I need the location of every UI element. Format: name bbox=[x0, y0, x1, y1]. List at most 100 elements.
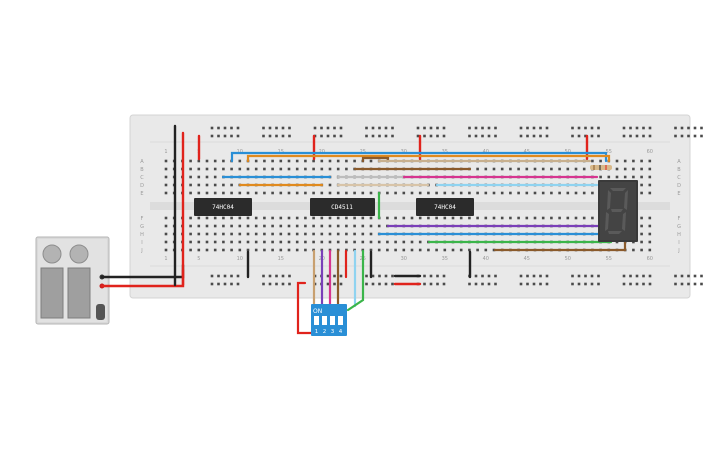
breadboard-hole[interactable] bbox=[345, 240, 348, 244]
seven-segment-display[interactable] bbox=[598, 180, 638, 242]
breadboard-hole[interactable] bbox=[632, 248, 635, 252]
breadboard-hole[interactable] bbox=[622, 274, 626, 278]
breadboard-hole[interactable] bbox=[238, 191, 242, 195]
breadboard-hole[interactable] bbox=[328, 159, 332, 163]
breadboard-hole[interactable] bbox=[550, 191, 553, 195]
breadboard-hole[interactable] bbox=[371, 282, 375, 286]
breadboard-hole[interactable] bbox=[336, 224, 340, 228]
breadboard-hole[interactable] bbox=[632, 159, 635, 163]
breadboard-hole[interactable] bbox=[394, 240, 397, 244]
breadboard-hole[interactable] bbox=[384, 126, 388, 130]
breadboard-hole[interactable] bbox=[640, 232, 643, 236]
breadboard-hole[interactable] bbox=[566, 167, 570, 171]
breadboard-hole[interactable] bbox=[533, 216, 537, 220]
breadboard-hole[interactable] bbox=[517, 191, 520, 195]
breadboard-hole[interactable] bbox=[222, 216, 225, 220]
breadboard-hole[interactable] bbox=[584, 282, 587, 286]
breadboard-hole[interactable] bbox=[336, 167, 340, 171]
breadboard-hole[interactable] bbox=[223, 282, 227, 286]
breadboard-hole[interactable] bbox=[418, 191, 422, 195]
breadboard-hole[interactable] bbox=[577, 274, 581, 278]
breadboard-hole[interactable] bbox=[423, 134, 426, 138]
breadboard-hole[interactable] bbox=[687, 282, 690, 286]
breadboard-hole[interactable] bbox=[336, 159, 340, 163]
breadboard-hole[interactable] bbox=[361, 191, 365, 195]
breadboard-hole[interactable] bbox=[238, 240, 242, 244]
breadboard-hole[interactable] bbox=[674, 134, 677, 138]
breadboard-hole[interactable] bbox=[474, 126, 478, 130]
breadboard-hole[interactable] bbox=[577, 282, 581, 286]
breadboard-hole[interactable] bbox=[410, 240, 414, 244]
breadboard-hole[interactable] bbox=[539, 274, 542, 278]
breadboard-hole[interactable] bbox=[345, 216, 348, 220]
breadboard-hole[interactable] bbox=[263, 240, 266, 244]
breadboard-hole[interactable] bbox=[550, 167, 553, 171]
breadboard-hole[interactable] bbox=[640, 248, 643, 252]
breadboard-hole[interactable] bbox=[328, 232, 332, 236]
breadboard-hole[interactable] bbox=[295, 216, 299, 220]
breadboard-hole[interactable] bbox=[622, 126, 626, 130]
breadboard-hole[interactable] bbox=[416, 134, 420, 138]
breadboard-hole[interactable] bbox=[262, 274, 265, 278]
breadboard-hole[interactable] bbox=[623, 167, 627, 171]
breadboard-hole[interactable] bbox=[500, 191, 504, 195]
breadboard-hole[interactable] bbox=[189, 240, 192, 244]
breadboard-hole[interactable] bbox=[517, 216, 520, 220]
breadboard-hole[interactable] bbox=[336, 232, 340, 236]
breadboard-hole[interactable] bbox=[295, 240, 299, 244]
breadboard-hole[interactable] bbox=[313, 126, 317, 130]
breadboard-hole[interactable] bbox=[189, 224, 192, 228]
dip-toggle-3[interactable] bbox=[330, 316, 335, 325]
breadboard-hole[interactable] bbox=[254, 191, 258, 195]
breadboard-hole[interactable] bbox=[648, 232, 652, 236]
breadboard-hole[interactable] bbox=[574, 216, 578, 220]
breadboard-hole[interactable] bbox=[476, 191, 479, 195]
breadboard-hole[interactable] bbox=[648, 282, 652, 286]
breadboard-hole[interactable] bbox=[222, 167, 225, 171]
breadboard-hole[interactable] bbox=[336, 191, 340, 195]
breadboard-hole[interactable] bbox=[210, 134, 214, 138]
breadboard-hole[interactable] bbox=[410, 216, 414, 220]
breadboard-hole[interactable] bbox=[197, 191, 201, 195]
breadboard-hole[interactable] bbox=[429, 134, 433, 138]
breadboard-hole[interactable] bbox=[442, 274, 446, 278]
breadboard-hole[interactable] bbox=[236, 134, 240, 138]
breadboard-hole[interactable] bbox=[238, 216, 242, 220]
breadboard-hole[interactable] bbox=[680, 282, 684, 286]
breadboard-hole[interactable] bbox=[386, 191, 389, 195]
breadboard-hole[interactable] bbox=[205, 232, 209, 236]
breadboard-hole[interactable] bbox=[263, 216, 266, 220]
breadboard-hole[interactable] bbox=[262, 126, 265, 130]
breadboard-hole[interactable] bbox=[328, 183, 332, 187]
breadboard-hole[interactable] bbox=[571, 134, 574, 138]
breadboard-hole[interactable] bbox=[345, 191, 348, 195]
breadboard-hole[interactable] bbox=[468, 216, 471, 220]
breadboard-hole[interactable] bbox=[591, 216, 594, 220]
breadboard-hole[interactable] bbox=[427, 191, 430, 195]
breadboard-hole[interactable] bbox=[674, 126, 677, 130]
breadboard-hole[interactable] bbox=[474, 274, 478, 278]
breadboard-hole[interactable] bbox=[648, 274, 652, 278]
breadboard-hole[interactable] bbox=[281, 282, 285, 286]
breadboard-hole[interactable] bbox=[436, 274, 439, 278]
breadboard-hole[interactable] bbox=[648, 224, 652, 228]
breadboard-hole[interactable] bbox=[532, 134, 536, 138]
breadboard-hole[interactable] bbox=[532, 274, 536, 278]
breadboard-hole[interactable] bbox=[217, 126, 220, 130]
breadboard-hole[interactable] bbox=[545, 282, 549, 286]
breadboard-hole[interactable] bbox=[279, 191, 283, 195]
breadboard-hole[interactable] bbox=[533, 191, 537, 195]
breadboard-hole[interactable] bbox=[312, 224, 315, 228]
breadboard-hole[interactable] bbox=[213, 224, 217, 228]
breadboard-hole[interactable] bbox=[509, 216, 512, 220]
breadboard-hole[interactable] bbox=[526, 126, 529, 130]
breadboard-hole[interactable] bbox=[369, 216, 373, 220]
breadboard-hole[interactable] bbox=[164, 159, 168, 163]
breadboard-hole[interactable] bbox=[402, 240, 406, 244]
breadboard-hole[interactable] bbox=[205, 175, 209, 179]
breadboard-hole[interactable] bbox=[597, 274, 600, 278]
breadboard-hole[interactable] bbox=[558, 216, 561, 220]
breadboard-hole[interactable] bbox=[320, 240, 324, 244]
breadboard-hole[interactable] bbox=[674, 282, 677, 286]
breadboard-hole[interactable] bbox=[632, 167, 635, 171]
